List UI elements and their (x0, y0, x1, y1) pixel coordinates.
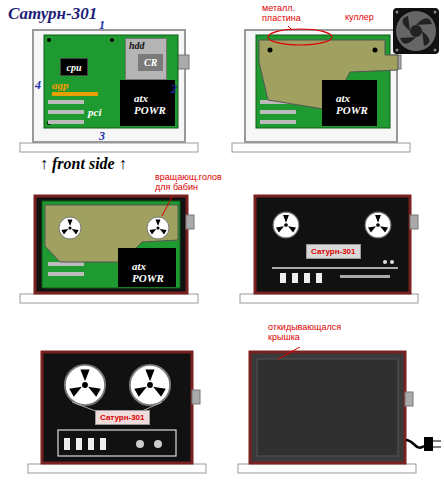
cooler-fan (393, 8, 439, 54)
box-text: CR (138, 54, 163, 71)
hdd-box: hddCR (125, 38, 167, 80)
reel (365, 212, 391, 238)
callout-note: металл. пластина (262, 3, 314, 23)
power-supply: atx POWR (120, 80, 175, 126)
closed-lid (250, 352, 405, 463)
stand (238, 464, 416, 473)
leader-line (288, 26, 292, 30)
leader-line (162, 197, 172, 216)
lid-panel (257, 359, 398, 456)
callout-note: куллер (345, 12, 374, 22)
case (245, 30, 397, 142)
callout-note: откидывающался крышка (268, 322, 350, 342)
callout-number: 2 (171, 82, 177, 97)
title: Сатурн-301 (8, 4, 97, 24)
box-text: cpu (61, 59, 87, 73)
callout-number: 4 (35, 78, 41, 93)
case (42, 352, 192, 463)
callout-note: вращающ.голов для бабин (155, 172, 229, 192)
case (255, 196, 410, 293)
stand (28, 464, 206, 473)
highlight-ellipse (268, 29, 332, 45)
stand (240, 294, 418, 303)
stand (20, 143, 198, 152)
leader-line (278, 347, 300, 359)
cpu-chip: cpu (60, 58, 88, 76)
name-plate: Сатурн-301 (306, 244, 361, 259)
stand (232, 143, 410, 152)
callout-number: 1 (99, 18, 105, 33)
power-cord (406, 440, 424, 448)
reel (130, 365, 170, 405)
reel-spindle (147, 217, 169, 239)
box-text: Сатурн-301 (311, 247, 356, 256)
reel-spindle (59, 217, 81, 239)
slot-label: agp (52, 79, 69, 91)
reel (65, 365, 105, 405)
orientation-label: ↑ front side ↑ (40, 155, 127, 173)
box-text: Сатурн-301 (100, 413, 145, 422)
box-text: atx POWR (336, 92, 374, 116)
power-supply: atx POWR (322, 80, 377, 126)
box-text: atx POWR (134, 92, 172, 116)
stand (20, 294, 198, 303)
power-supply: atx POWR (118, 248, 176, 287)
plug (424, 437, 433, 451)
motherboard (42, 201, 180, 288)
case (33, 30, 185, 142)
box-text: atx POWR (132, 260, 170, 284)
callout-number: 3 (99, 129, 105, 144)
agp-slot (52, 92, 98, 96)
name-plate: Сатурн-301 (95, 410, 150, 425)
case (35, 196, 187, 293)
box-text: hdd (129, 40, 145, 51)
slot-label: pci (88, 106, 101, 118)
motherboard (44, 35, 178, 128)
reel (273, 212, 299, 238)
